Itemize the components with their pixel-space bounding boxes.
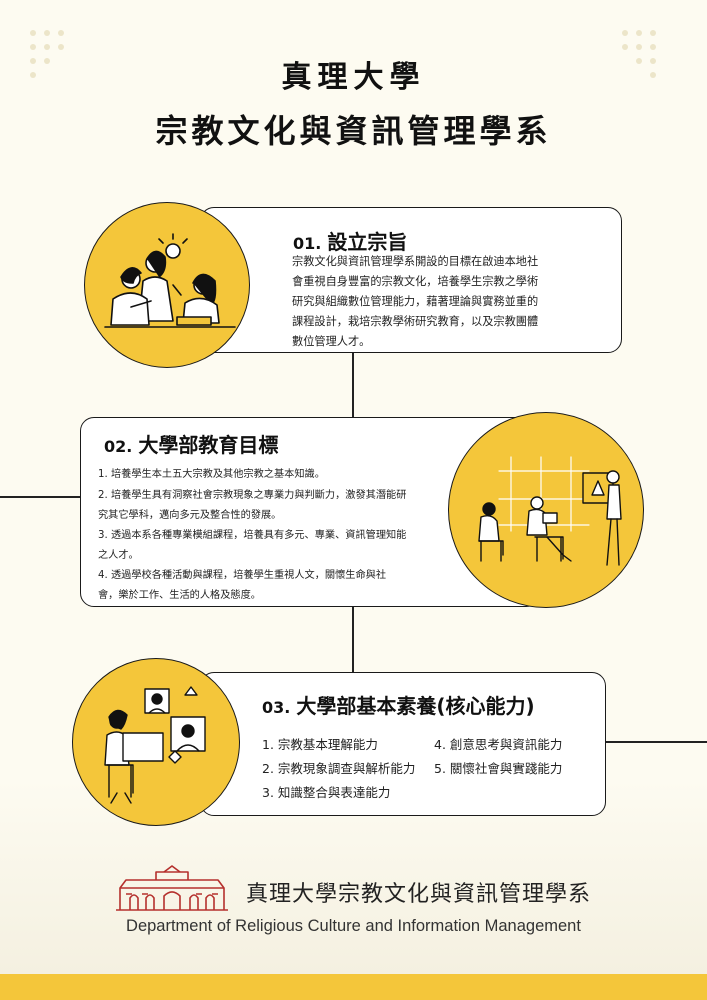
connector-line: [352, 607, 354, 673]
university-building-logo: [116, 865, 228, 911]
department-title: 宗教文化與資訊管理學系: [155, 112, 552, 150]
goal-item: 2. 培養學生具有洞察社會宗教現象之專業力與判斷力，激發其潛能研: [98, 490, 407, 501]
body-line: 課程設計，栽培宗教學術研究教育，以及宗教團體: [292, 315, 539, 328]
section-mission-card: [200, 207, 622, 353]
section-mission-illustration: [84, 202, 250, 368]
section-goals-illustration: [448, 412, 644, 608]
goal-item: 會，樂於工作、生活的人格及態度。: [98, 590, 261, 601]
competency-item: 3. 知識整合與表達能力: [262, 785, 391, 800]
body-line: 會重視自身豐富的宗教文化，培養學生宗教之學術: [292, 275, 539, 288]
goal-item: 究其它學科，邁向多元及整合性的發展。: [98, 510, 282, 521]
team-presentation-icon: [478, 456, 622, 566]
footer-department-english: Department of Religious Culture and Info…: [126, 917, 581, 935]
section-mission-heading: 01. 設立宗旨: [293, 226, 407, 255]
section-competencies-card: [200, 672, 606, 816]
goal-item: 3. 透過本系各種專業模組課程，培養具有多元、專業、資訊管理知能: [98, 530, 407, 541]
connector-line: [0, 496, 80, 498]
goal-item: 4. 透過學校各種活動與課程，培養學生重視人文，關懷生命與社: [98, 570, 387, 581]
competency-item: 4. 創意思考與資訊能力: [434, 737, 563, 752]
goal-item: 1. 培養學生本土五大宗教及其他宗教之基本知識。: [98, 469, 325, 480]
bottom-accent-bar: [0, 974, 707, 1000]
footer-department-name: 真理大學宗教文化與資訊管理學系: [246, 882, 592, 907]
section-number: 01.: [293, 234, 322, 253]
section-number: 02.: [104, 437, 133, 456]
section-competencies-heading: 03. 大學部基本素養(核心能力): [262, 690, 535, 719]
section-goals-heading: 02. 大學部教育目標: [104, 429, 278, 458]
body-line: 數位管理人才。: [292, 335, 371, 348]
section-competencies-illustration: [72, 658, 240, 826]
dot-pattern-right: [622, 30, 662, 80]
section-title: 大學部基本素養(核心能力): [296, 694, 535, 718]
section-title: 設立宗旨: [327, 230, 408, 254]
connector-line: [352, 352, 354, 420]
section-mission-body: 宗教文化與資訊管理學系開設的目標在啟迪本地社 會重視自身豐富的宗教文化，培養學生…: [292, 252, 612, 352]
connector-line: [606, 741, 707, 743]
dot-pattern-left: [30, 30, 70, 80]
video-call-icon: [104, 686, 206, 804]
goal-item: 之人才。: [98, 550, 139, 561]
university-title: 真理大學: [281, 60, 426, 95]
people-brainstorm-icon: [104, 233, 236, 328]
competency-item: 2. 宗教現象調查與解析能力: [262, 761, 416, 776]
section-title: 大學部教育目標: [138, 433, 279, 457]
competency-item: 5. 關懷社會與實踐能力: [434, 761, 563, 776]
competency-item: 1. 宗教基本理解能力: [262, 737, 378, 752]
section-number: 03.: [262, 698, 291, 717]
body-line: 宗教文化與資訊管理學系開設的目標在啟迪本地社: [292, 255, 539, 268]
body-line: 研究與組織數位管理能力，藉著理論與實務並重的: [292, 295, 539, 308]
